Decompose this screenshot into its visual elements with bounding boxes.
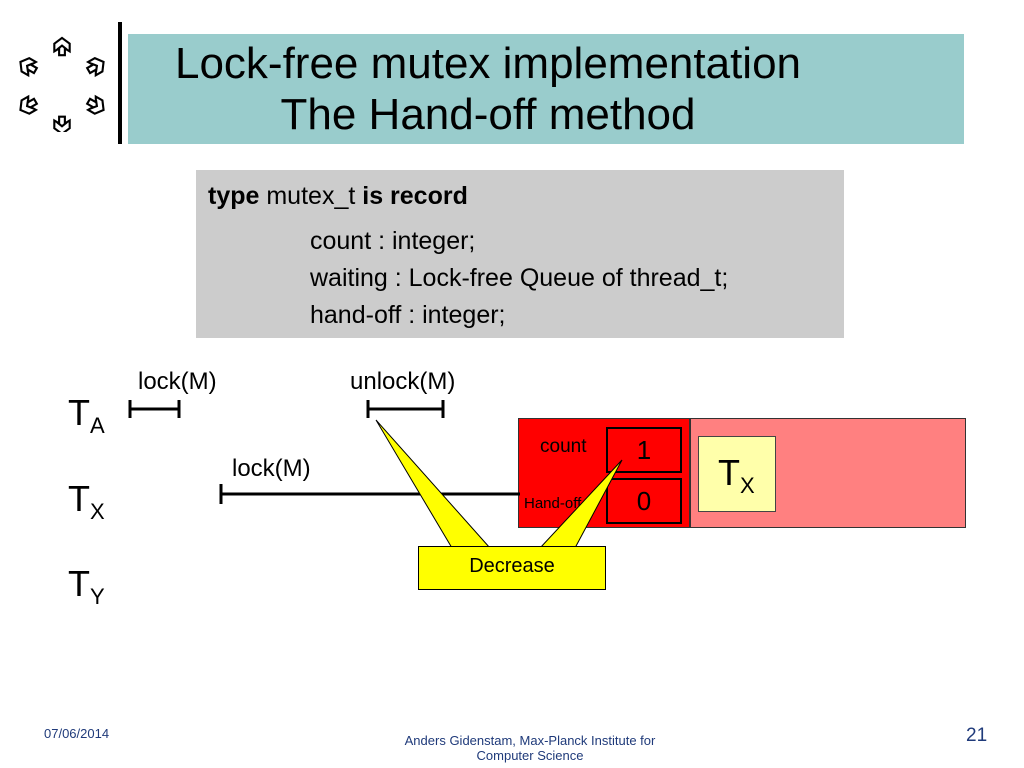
title-bar <box>128 34 964 144</box>
tx-lock-line <box>219 484 520 504</box>
field-hand-off: hand-off : integer; <box>310 301 506 329</box>
title-line-1: Lock-free mutex implementation <box>174 39 802 88</box>
ta-lock-label: lock(M) <box>138 368 217 395</box>
decrease-callout-text: Decrease <box>469 555 555 577</box>
thread-label-y: TY <box>68 563 105 609</box>
keyword-type: type <box>208 182 260 210</box>
handoff-field-label: Hand-off <box>524 495 582 512</box>
title-line-2: The Hand-off method <box>280 90 696 139</box>
footer-date: 07/06/2014 <box>44 726 110 741</box>
thread-label-x: TX <box>68 478 105 524</box>
keyword-is-record: is record <box>362 182 468 210</box>
field-count: count : integer; <box>310 227 476 255</box>
title-divider <box>118 22 122 144</box>
callout-pointer-unlock <box>375 419 492 549</box>
queued-thread-box <box>698 436 776 512</box>
type-definition-box: type mutex_t is record count : integer; … <box>196 170 844 338</box>
field-waiting: waiting : Lock-free Queue of thread_t; <box>310 264 729 292</box>
thread-label-a: TA <box>68 392 105 438</box>
queued-thread-label: TX <box>718 452 755 498</box>
footer-author: Anders Gidenstam, Max-Planck Institute f… <box>404 733 656 763</box>
institute-logo <box>19 36 105 132</box>
type-header-line: type mutex_t is record <box>208 182 468 211</box>
page-number: 21 <box>966 725 988 746</box>
ta-unlock-interval <box>366 400 445 418</box>
decrease-callout <box>418 546 606 590</box>
tx-lock-label: lock(M) <box>232 455 311 482</box>
type-name: mutex_t <box>266 182 356 210</box>
handoff-value-box: 0 <box>606 478 682 524</box>
callout-pointer-count <box>538 459 623 549</box>
ta-lock-interval <box>128 400 181 418</box>
slide-title: Lock-free mutex implementation The Hand-… <box>128 38 848 140</box>
ta-unlock-label: unlock(M) <box>350 368 456 395</box>
count-field-label: count <box>540 436 587 457</box>
